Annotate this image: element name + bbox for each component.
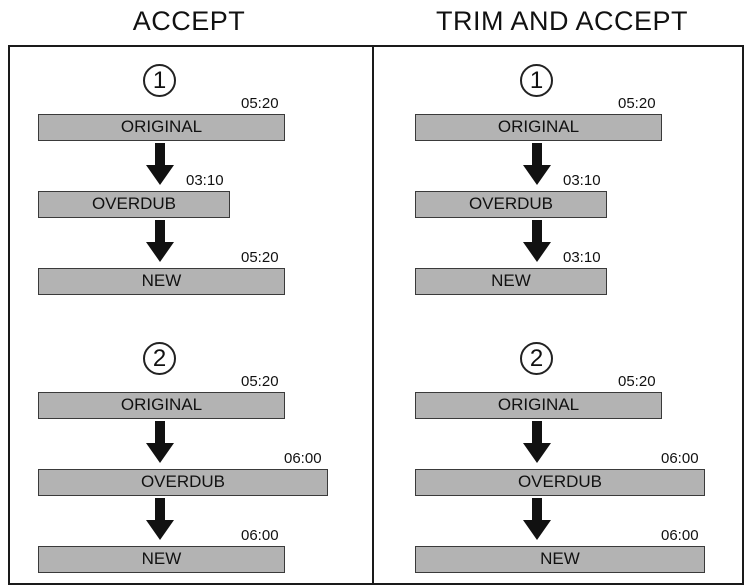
down-arrow-icon bbox=[523, 421, 551, 463]
overdub-box: OVERDUB bbox=[415, 191, 607, 218]
down-arrow-icon bbox=[146, 143, 174, 185]
down-arrow-icon bbox=[146, 498, 174, 540]
duration-label: 06:00 bbox=[661, 527, 699, 544]
overdub-box: OVERDUB bbox=[415, 469, 705, 496]
accept-heading: ACCEPT bbox=[132, 6, 246, 36]
down-arrow-icon bbox=[523, 143, 551, 185]
original-box: ORIGINAL bbox=[415, 114, 662, 141]
panel-divider bbox=[372, 45, 374, 585]
duration-label: 03:10 bbox=[563, 172, 601, 189]
duration-label: 05:20 bbox=[241, 373, 279, 390]
step-number-circle: 2 bbox=[143, 342, 176, 375]
original-box: ORIGINAL bbox=[38, 392, 285, 419]
overdub-box: OVERDUB bbox=[38, 191, 230, 218]
duration-label: 05:20 bbox=[618, 95, 656, 112]
duration-label: 05:20 bbox=[241, 249, 279, 266]
duration-label: 05:20 bbox=[241, 95, 279, 112]
down-arrow-icon bbox=[146, 220, 174, 262]
new-box: NEW bbox=[415, 546, 705, 573]
original-box: ORIGINAL bbox=[38, 114, 285, 141]
duration-label: 03:10 bbox=[563, 249, 601, 266]
duration-label: 06:00 bbox=[241, 527, 279, 544]
new-box: NEW bbox=[38, 268, 285, 295]
diagram-frame bbox=[8, 45, 744, 585]
overdub-box: OVERDUB bbox=[38, 469, 328, 496]
step-number-circle: 1 bbox=[520, 64, 553, 97]
duration-label: 05:20 bbox=[618, 373, 656, 390]
down-arrow-icon bbox=[523, 220, 551, 262]
new-box: NEW bbox=[415, 268, 607, 295]
duration-label: 03:10 bbox=[186, 172, 224, 189]
duration-label: 06:00 bbox=[661, 450, 699, 467]
step-number-circle: 1 bbox=[143, 64, 176, 97]
trim-and-accept-heading: TRIM AND ACCEPT bbox=[435, 6, 689, 36]
down-arrow-icon bbox=[523, 498, 551, 540]
down-arrow-icon bbox=[146, 421, 174, 463]
duration-label: 06:00 bbox=[284, 450, 322, 467]
original-box: ORIGINAL bbox=[415, 392, 662, 419]
step-number-circle: 2 bbox=[520, 342, 553, 375]
new-box: NEW bbox=[38, 546, 285, 573]
